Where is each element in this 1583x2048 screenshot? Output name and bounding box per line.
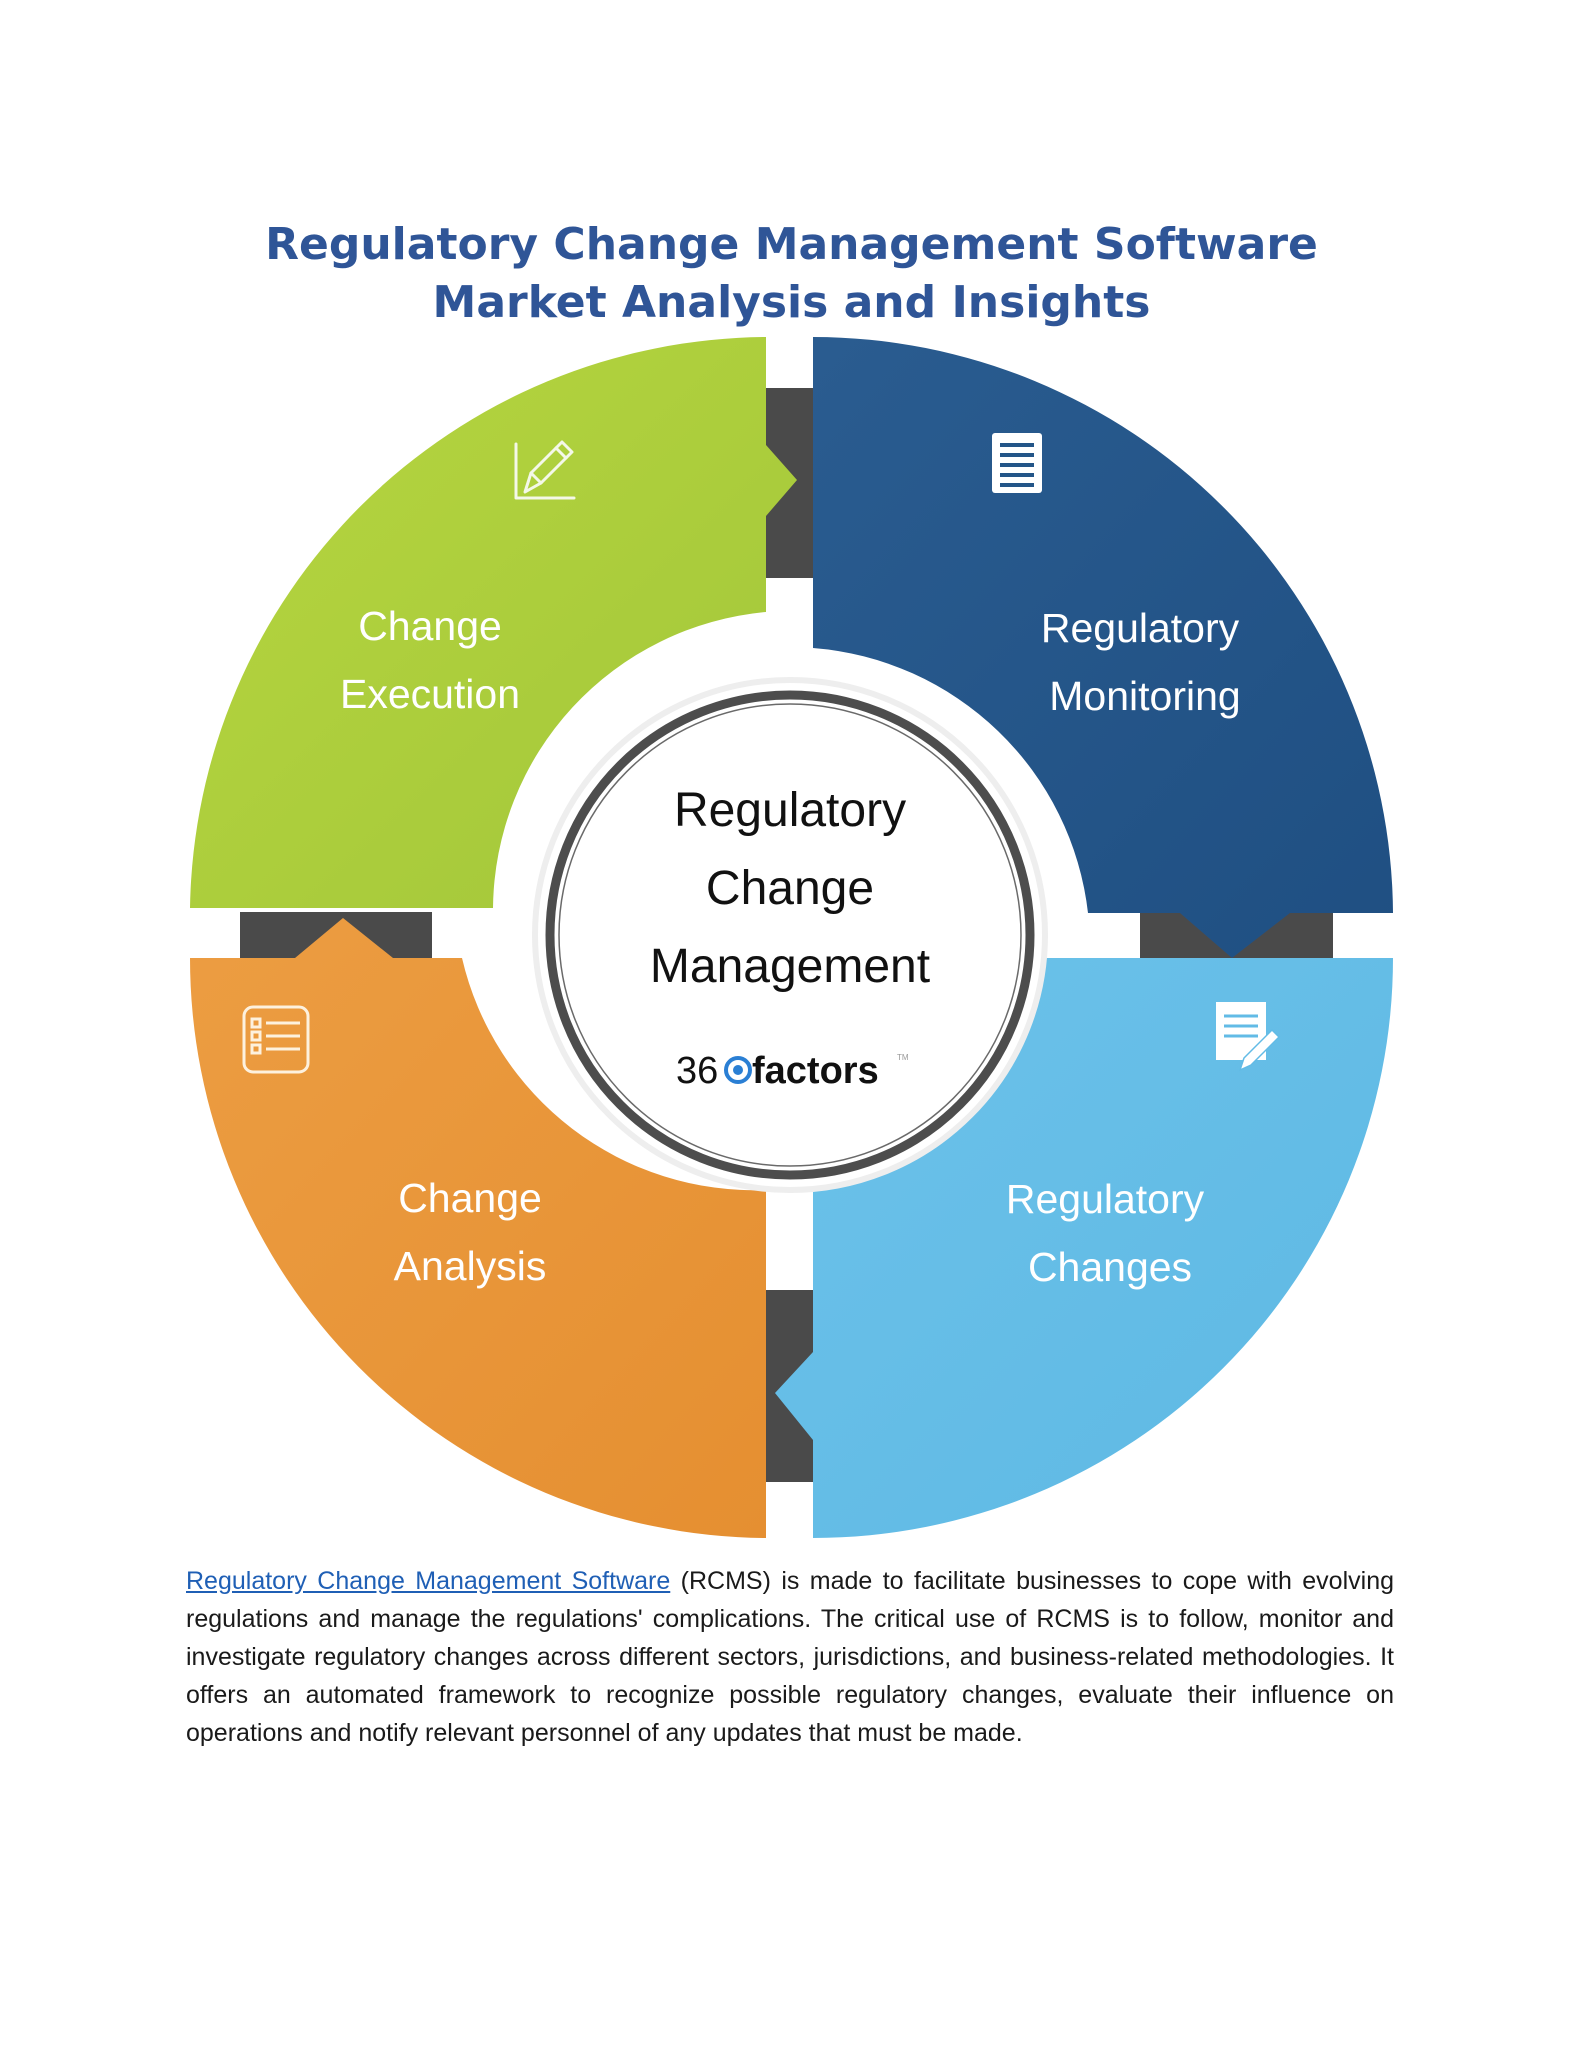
center-label-line-3: Management: [650, 940, 930, 993]
checklist-icon: [242, 1005, 310, 1074]
page-title: Regulatory Change Management Software Ma…: [0, 216, 1583, 332]
segment-label-change-execution-2: Execution: [340, 671, 520, 717]
segment-regulatory-monitoring[interactable]: Regulatory Monitoring: [813, 337, 1393, 958]
center-label-line-1: Regulatory: [674, 784, 906, 837]
segment-change-execution[interactable]: Change Execution: [190, 337, 797, 908]
segment-shape-regulatory-monitoring: [813, 337, 1393, 958]
logo-name: factors: [752, 1050, 879, 1092]
logo-prefix: 36: [676, 1050, 718, 1092]
segment-label-regulatory-changes-1: Regulatory: [1006, 1176, 1205, 1222]
segment-label-regulatory-changes-2: Changes: [1028, 1244, 1192, 1290]
description-paragraph: Regulatory Change Management Software (R…: [186, 1562, 1394, 1752]
description-body: (RCMS) is made to facilitate businesses …: [186, 1567, 1395, 1747]
rcms-link[interactable]: Regulatory Change Management Software: [186, 1567, 671, 1595]
document-edit-icon: [1216, 1002, 1281, 1072]
segment-shape-change-analysis: [190, 918, 766, 1538]
brand-logo: 36 factors TM: [676, 1050, 909, 1092]
segment-change-analysis[interactable]: Change Analysis: [190, 918, 766, 1538]
target-circle-icon: [724, 1056, 752, 1084]
segment-label-change-analysis-2: Analysis: [394, 1243, 547, 1289]
document-lines-icon: [992, 433, 1042, 493]
pencil-chart-icon: [514, 440, 576, 500]
segment-shape-change-execution: [190, 337, 797, 908]
segment-regulatory-changes[interactable]: Regulatory Changes: [775, 958, 1393, 1538]
cycle-diagram: Change Execution Regulatory Monitoring: [190, 337, 1393, 1538]
segment-label-regulatory-monitoring-2: Monitoring: [1049, 673, 1240, 719]
segment-label-change-analysis-1: Change: [398, 1175, 542, 1221]
center-hub: Regulatory Change Management 36 factors …: [532, 677, 1048, 1193]
logo-trademark: TM: [897, 1053, 909, 1062]
center-label-line-2: Change: [706, 862, 874, 915]
title-line-2: Market Analysis and Insights: [432, 277, 1151, 328]
segment-label-regulatory-monitoring-1: Regulatory: [1041, 605, 1240, 651]
title-line-1: Regulatory Change Management Software: [265, 219, 1318, 270]
segment-shape-regulatory-changes: [775, 958, 1393, 1538]
segment-label-change-execution-1: Change: [358, 603, 502, 649]
